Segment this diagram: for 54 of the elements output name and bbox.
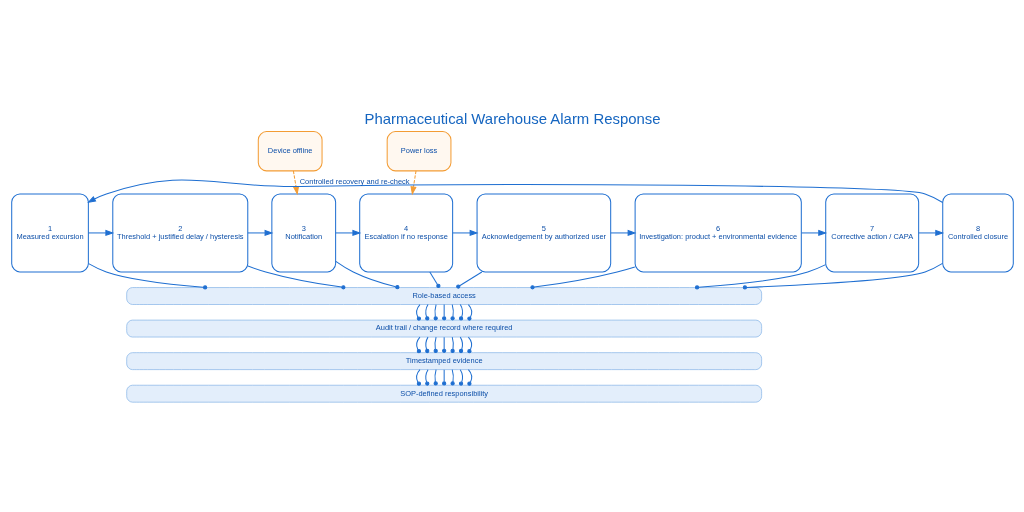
connector [694,264,826,290]
node-box: SOP-defined responsibility [125,384,762,403]
node-box: 6 Investigation: product + environmental evidence [634,193,802,273]
node-box: Device offline [257,131,323,172]
connector [466,336,472,354]
connector [415,369,421,386]
connector [450,304,455,321]
connector [424,369,429,386]
arrow [609,229,636,237]
connector [450,336,455,354]
connector [433,336,438,354]
connector [450,369,455,386]
connector [441,304,446,321]
connector [529,266,635,290]
connector [415,304,421,321]
connector [458,336,463,354]
connector [441,369,446,386]
arrow [409,170,417,196]
node-box: Power loss [386,131,451,172]
arrow [292,170,299,196]
connector [334,260,399,290]
node-box: 2 Threshold + justified delay / hysteresis [111,193,248,273]
connector [415,336,421,354]
node-box: 1 Measured excursion [10,193,89,273]
node-box: 3 Notification [270,193,336,273]
arrow [800,229,827,237]
connector [441,336,446,353]
node-box: 5 Acknowledgement by authorized user [476,193,611,273]
connector [433,369,438,386]
arrow [451,229,478,237]
node-box: 8 Controlled closure [941,193,1014,273]
connector [458,304,463,321]
arrow [86,179,943,203]
connector [87,263,207,290]
connector [424,304,429,321]
node-box: Audit trail / change record where required [125,319,762,338]
arrow [334,229,361,237]
node-box: 7 Corrective action / CAPA [824,193,919,273]
diagram-title: Pharmaceutical Warehouse Alarm Response [363,110,661,128]
connector [466,304,472,321]
connector [246,265,345,290]
connector [455,271,482,289]
connector [742,262,943,290]
connector [428,271,440,289]
arrow [87,229,114,237]
connector [458,369,463,386]
arrow [246,229,273,237]
connector [466,369,472,386]
connector [433,304,438,321]
node-box: 4 Escalation if no response [358,193,453,273]
connector [424,336,429,354]
node-box: Timestamped evidence [125,352,762,370]
edge-label: Controlled recovery and re-check [299,177,410,187]
arrow [917,229,944,237]
